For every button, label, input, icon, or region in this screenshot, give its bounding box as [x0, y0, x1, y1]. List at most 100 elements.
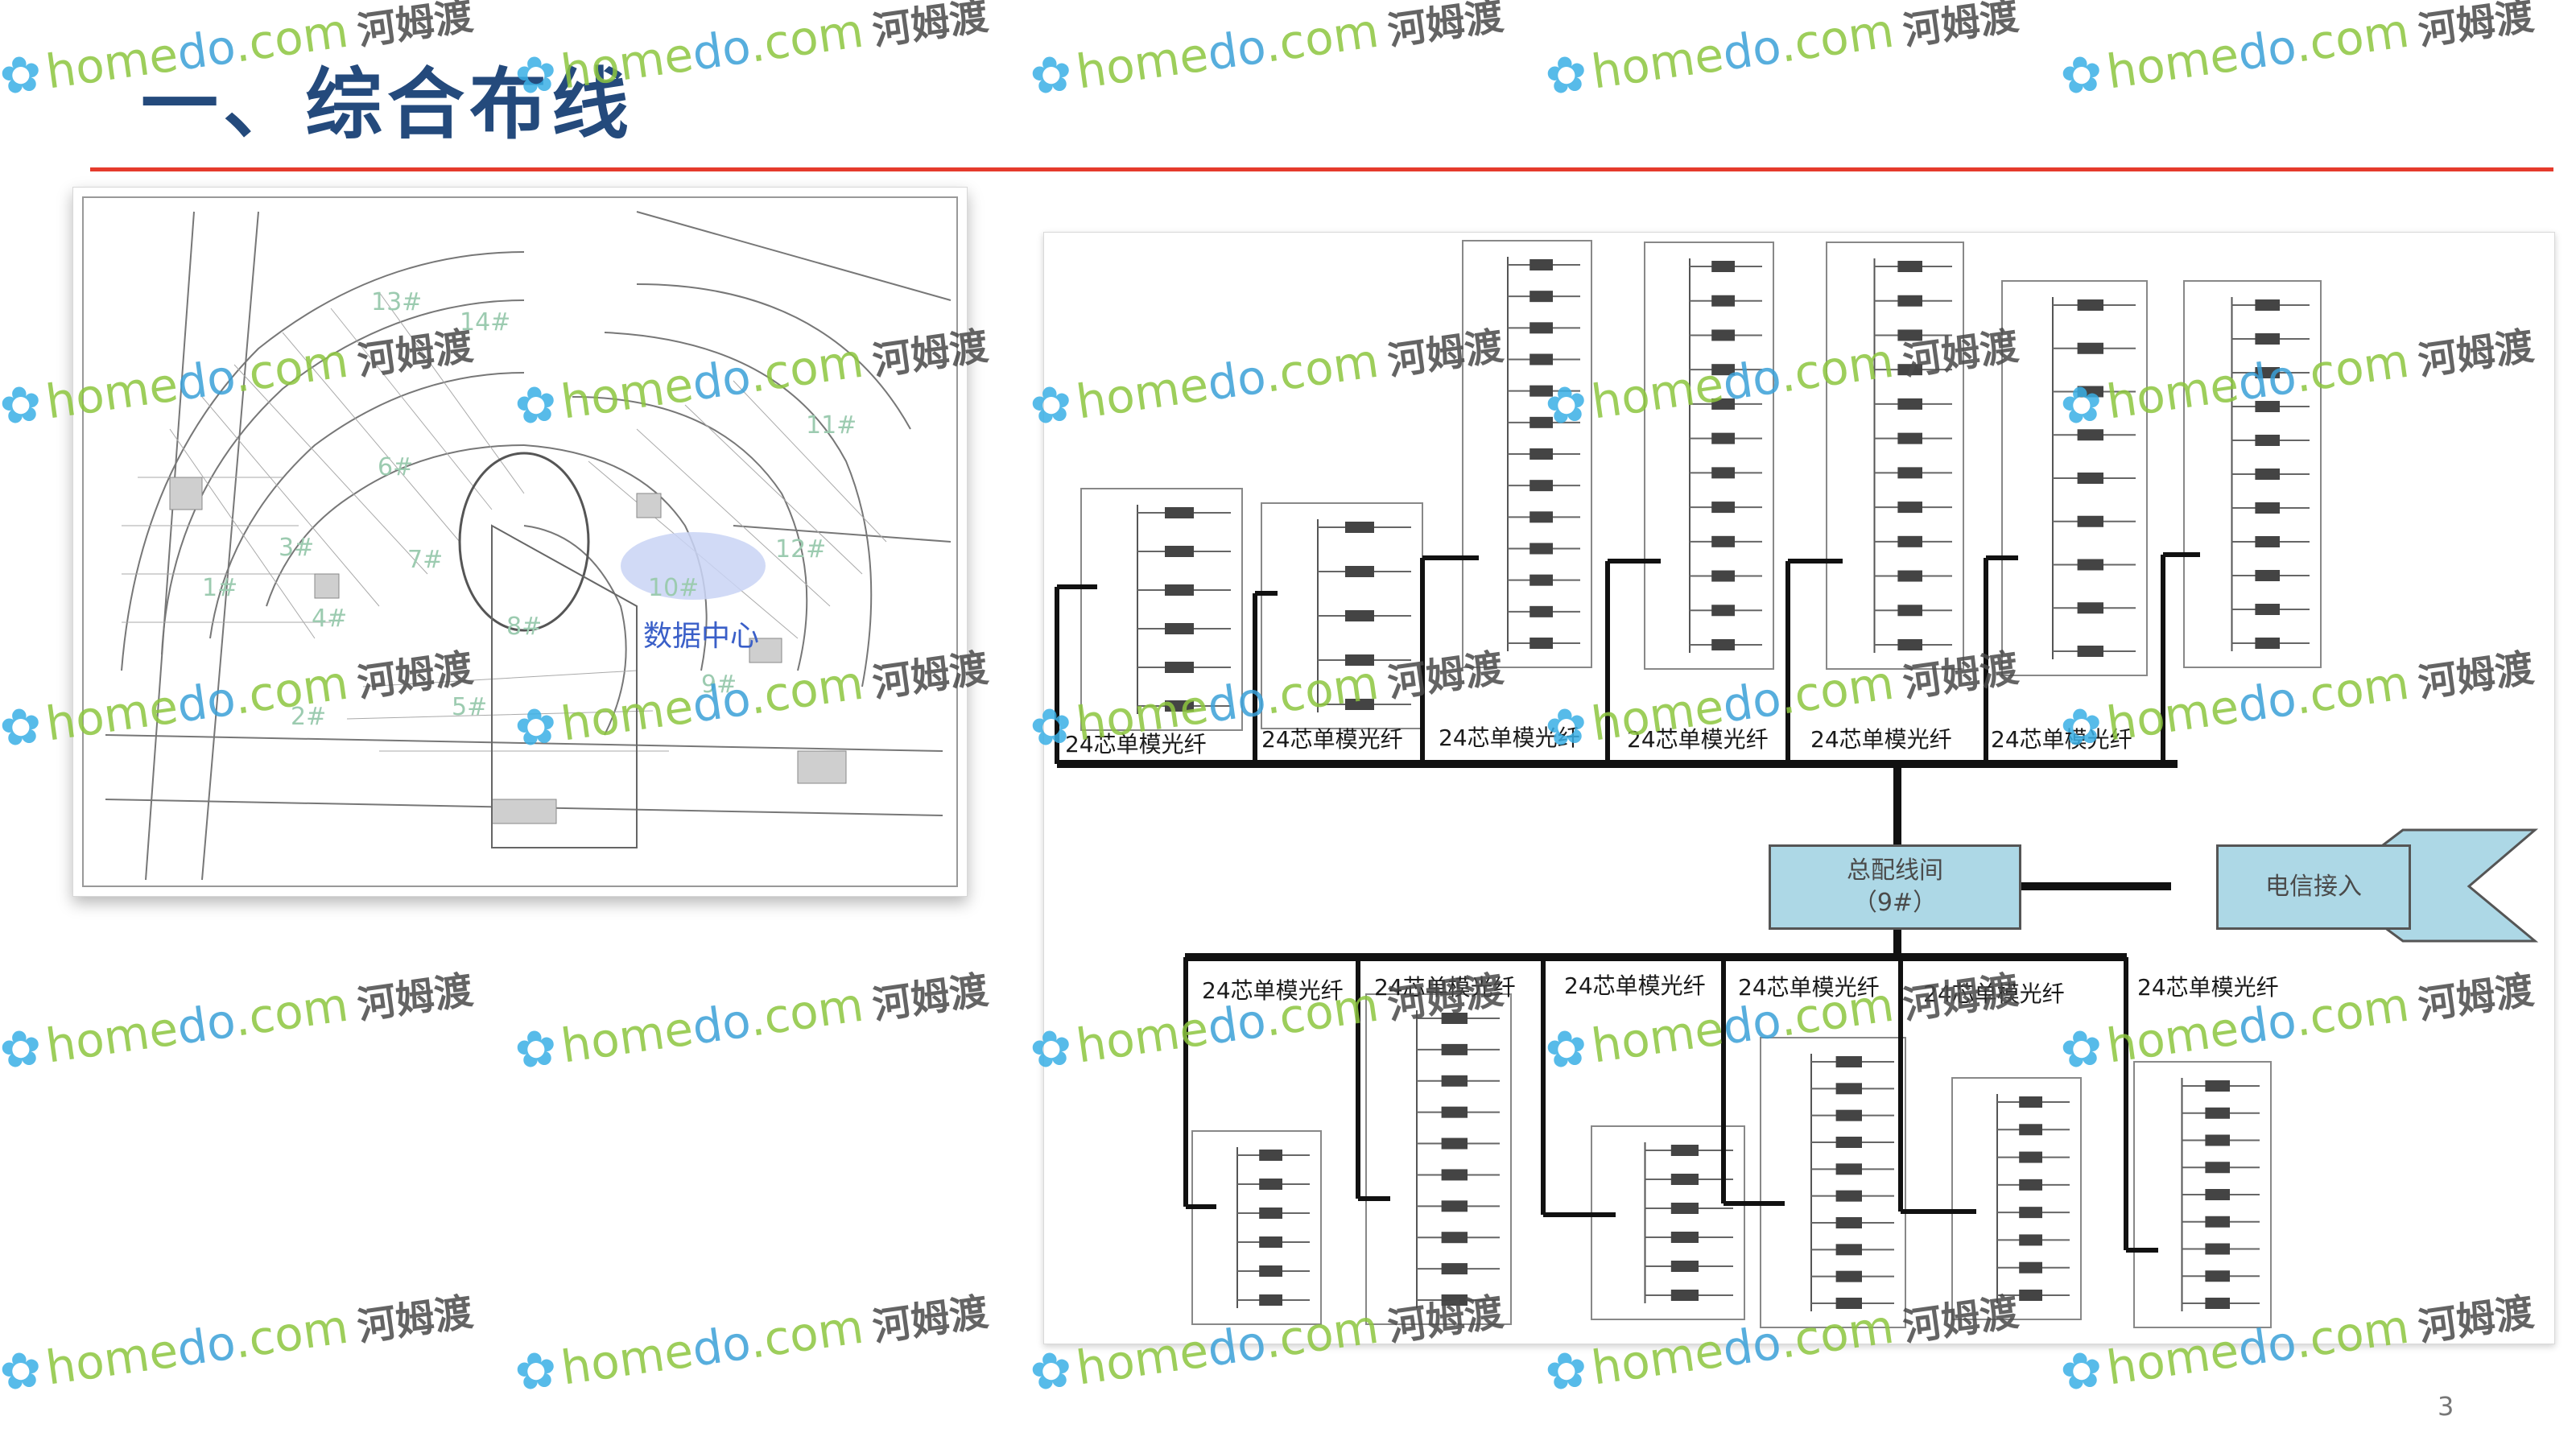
watermark-do: do	[173, 1315, 238, 1377]
flower-icon: ✿	[2056, 43, 2107, 107]
flower-icon: ✿	[0, 1339, 46, 1403]
flower-icon: ✿	[0, 373, 46, 437]
flower-icon: ✿	[1541, 43, 1591, 107]
watermark-home: home	[42, 1001, 182, 1074]
watermark-4-0: ✿homedo.com河姆渡	[0, 1278, 476, 1403]
page-number: 3	[2438, 1391, 2454, 1422]
watermark-0-3: ✿homedo.com河姆渡	[1542, 0, 2021, 107]
fiber-label-lower-3: 24芯单模光纤	[1564, 972, 1706, 999]
watermark-do: do	[688, 993, 753, 1055]
watermark-suffix: .com	[745, 976, 867, 1047]
lower-rack-6	[2133, 1061, 2272, 1328]
upper-rack-7	[2183, 280, 2322, 668]
upper-rack-2	[1261, 502, 1423, 729]
title-divider	[90, 167, 2553, 171]
watermark-suffix: .com	[2291, 2, 2413, 73]
cabling-diagram-drawing	[1055, 240, 2539, 1328]
watermark-0-4: ✿homedo.com河姆渡	[2057, 0, 2537, 107]
watermark-cn: 河姆渡	[869, 0, 991, 55]
cabling-diagram: 24芯单模光纤 24芯单模光纤 24芯单模光纤 24芯单模光纤 24芯单模光纤 …	[1043, 232, 2555, 1344]
watermark-do: do	[688, 1315, 753, 1377]
watermark-cn: 河姆渡	[869, 967, 991, 1029]
watermark-home: home	[1072, 27, 1212, 100]
watermark-0-2: ✿homedo.com河姆渡	[1026, 0, 1506, 107]
watermark-3-1: ✿homedo.com河姆渡	[511, 956, 991, 1081]
building-6: 6#	[378, 453, 414, 481]
fiber-label-lower-1: 24芯单模光纤	[1202, 977, 1344, 1004]
lower-rack-3	[1591, 1125, 1745, 1320]
building-9: 9#	[701, 671, 737, 699]
watermark-cn: 河姆渡	[2415, 0, 2537, 55]
data-center-highlight	[621, 532, 766, 600]
flower-icon: ✿	[0, 43, 46, 107]
building-1: 1#	[202, 574, 238, 602]
fiber-label-lower-2: 24芯单模光纤	[1374, 974, 1516, 1001]
fiber-label-upper-2: 24芯单模光纤	[1261, 726, 1403, 753]
watermark-do: do	[1203, 19, 1269, 81]
building-12: 12#	[775, 535, 827, 564]
watermark-do: do	[2234, 19, 2299, 81]
fiber-label-upper-1: 24芯单模光纤	[1065, 731, 1207, 758]
watermark-cn: 河姆渡	[869, 1289, 991, 1351]
fiber-label-lower-5: 24芯单模光纤	[1923, 980, 2065, 1007]
flower-icon: ✿	[510, 1017, 561, 1081]
watermark-suffix: .com	[745, 2, 867, 73]
watermark-suffix: .com	[745, 1298, 867, 1369]
fiber-label-upper-3: 24芯单模光纤	[1439, 724, 1580, 751]
watermark-suffix: .com	[230, 1298, 352, 1369]
building-3: 3#	[279, 534, 315, 562]
campus-map-drawing	[82, 196, 958, 887]
lower-rack-4	[1760, 1037, 1906, 1328]
upper-rack-5	[1826, 242, 1964, 670]
campus-map-image: 13# 14# 11# 6# 3# 7# 12# 1# 10# 4# 8# 9#…	[72, 187, 968, 897]
fiber-label-upper-4: 24芯单模光纤	[1627, 726, 1769, 753]
watermark-do: do	[1719, 19, 1784, 81]
watermark-suffix: .com	[1776, 2, 1897, 73]
lower-rack-1	[1191, 1130, 1322, 1325]
watermark-do: do	[688, 19, 753, 81]
building-2: 2#	[291, 703, 327, 731]
flower-icon: ✿	[1541, 1339, 1591, 1403]
main-distribution-room: 总配线间 （9#）	[1769, 844, 2021, 930]
upper-rack-6	[2001, 280, 2148, 676]
lower-rack-5	[1951, 1077, 2082, 1320]
watermark-cn: 河姆渡	[1900, 0, 2021, 55]
flower-icon: ✿	[0, 695, 46, 759]
upper-rack-1	[1080, 488, 1243, 731]
watermark-3-0: ✿homedo.com河姆渡	[0, 956, 476, 1081]
fiber-label-upper-5: 24芯单模光纤	[1810, 726, 1952, 753]
watermark-home: home	[1587, 27, 1728, 100]
flower-icon: ✿	[510, 1339, 561, 1403]
flower-icon: ✿	[2056, 1339, 2107, 1403]
flower-icon: ✿	[1026, 1339, 1076, 1403]
telecom-entry-label: 电信接入	[2265, 873, 2362, 901]
telecom-entry-box: 电信接入	[2216, 844, 2411, 930]
fiber-label-upper-6: 24芯单模光纤	[1991, 726, 2132, 753]
watermark-home: home	[2103, 27, 2243, 100]
watermark-suffix: .com	[230, 976, 352, 1047]
data-center-label: 数据中心	[643, 620, 760, 653]
building-4: 4#	[312, 605, 348, 633]
building-14: 14#	[460, 308, 511, 336]
page-title: 一、综合布线	[141, 60, 634, 150]
flower-icon: ✿	[1026, 43, 1076, 107]
main-room-name: 总配线间	[1847, 857, 1943, 885]
watermark-home: home	[557, 1323, 697, 1396]
watermark-cn: 河姆渡	[354, 1289, 476, 1351]
building-8: 8#	[506, 613, 543, 641]
fiber-label-lower-4: 24芯单模光纤	[1738, 974, 1880, 1001]
building-5: 5#	[452, 693, 488, 721]
building-11: 11#	[806, 411, 857, 440]
flower-icon: ✿	[0, 1017, 46, 1081]
fiber-label-lower-6: 24芯单模光纤	[2137, 974, 2279, 1001]
building-13: 13#	[371, 288, 423, 316]
lower-rack-2	[1365, 993, 1512, 1325]
main-room-building: （9#）	[1852, 889, 1938, 917]
watermark-do: do	[173, 993, 238, 1055]
watermark-home: home	[557, 1001, 697, 1074]
watermark-cn: 河姆渡	[354, 967, 476, 1029]
watermark-suffix: .com	[1261, 2, 1382, 73]
upper-rack-4	[1644, 242, 1774, 670]
watermark-home: home	[42, 1323, 182, 1396]
upper-rack-3	[1462, 240, 1592, 668]
